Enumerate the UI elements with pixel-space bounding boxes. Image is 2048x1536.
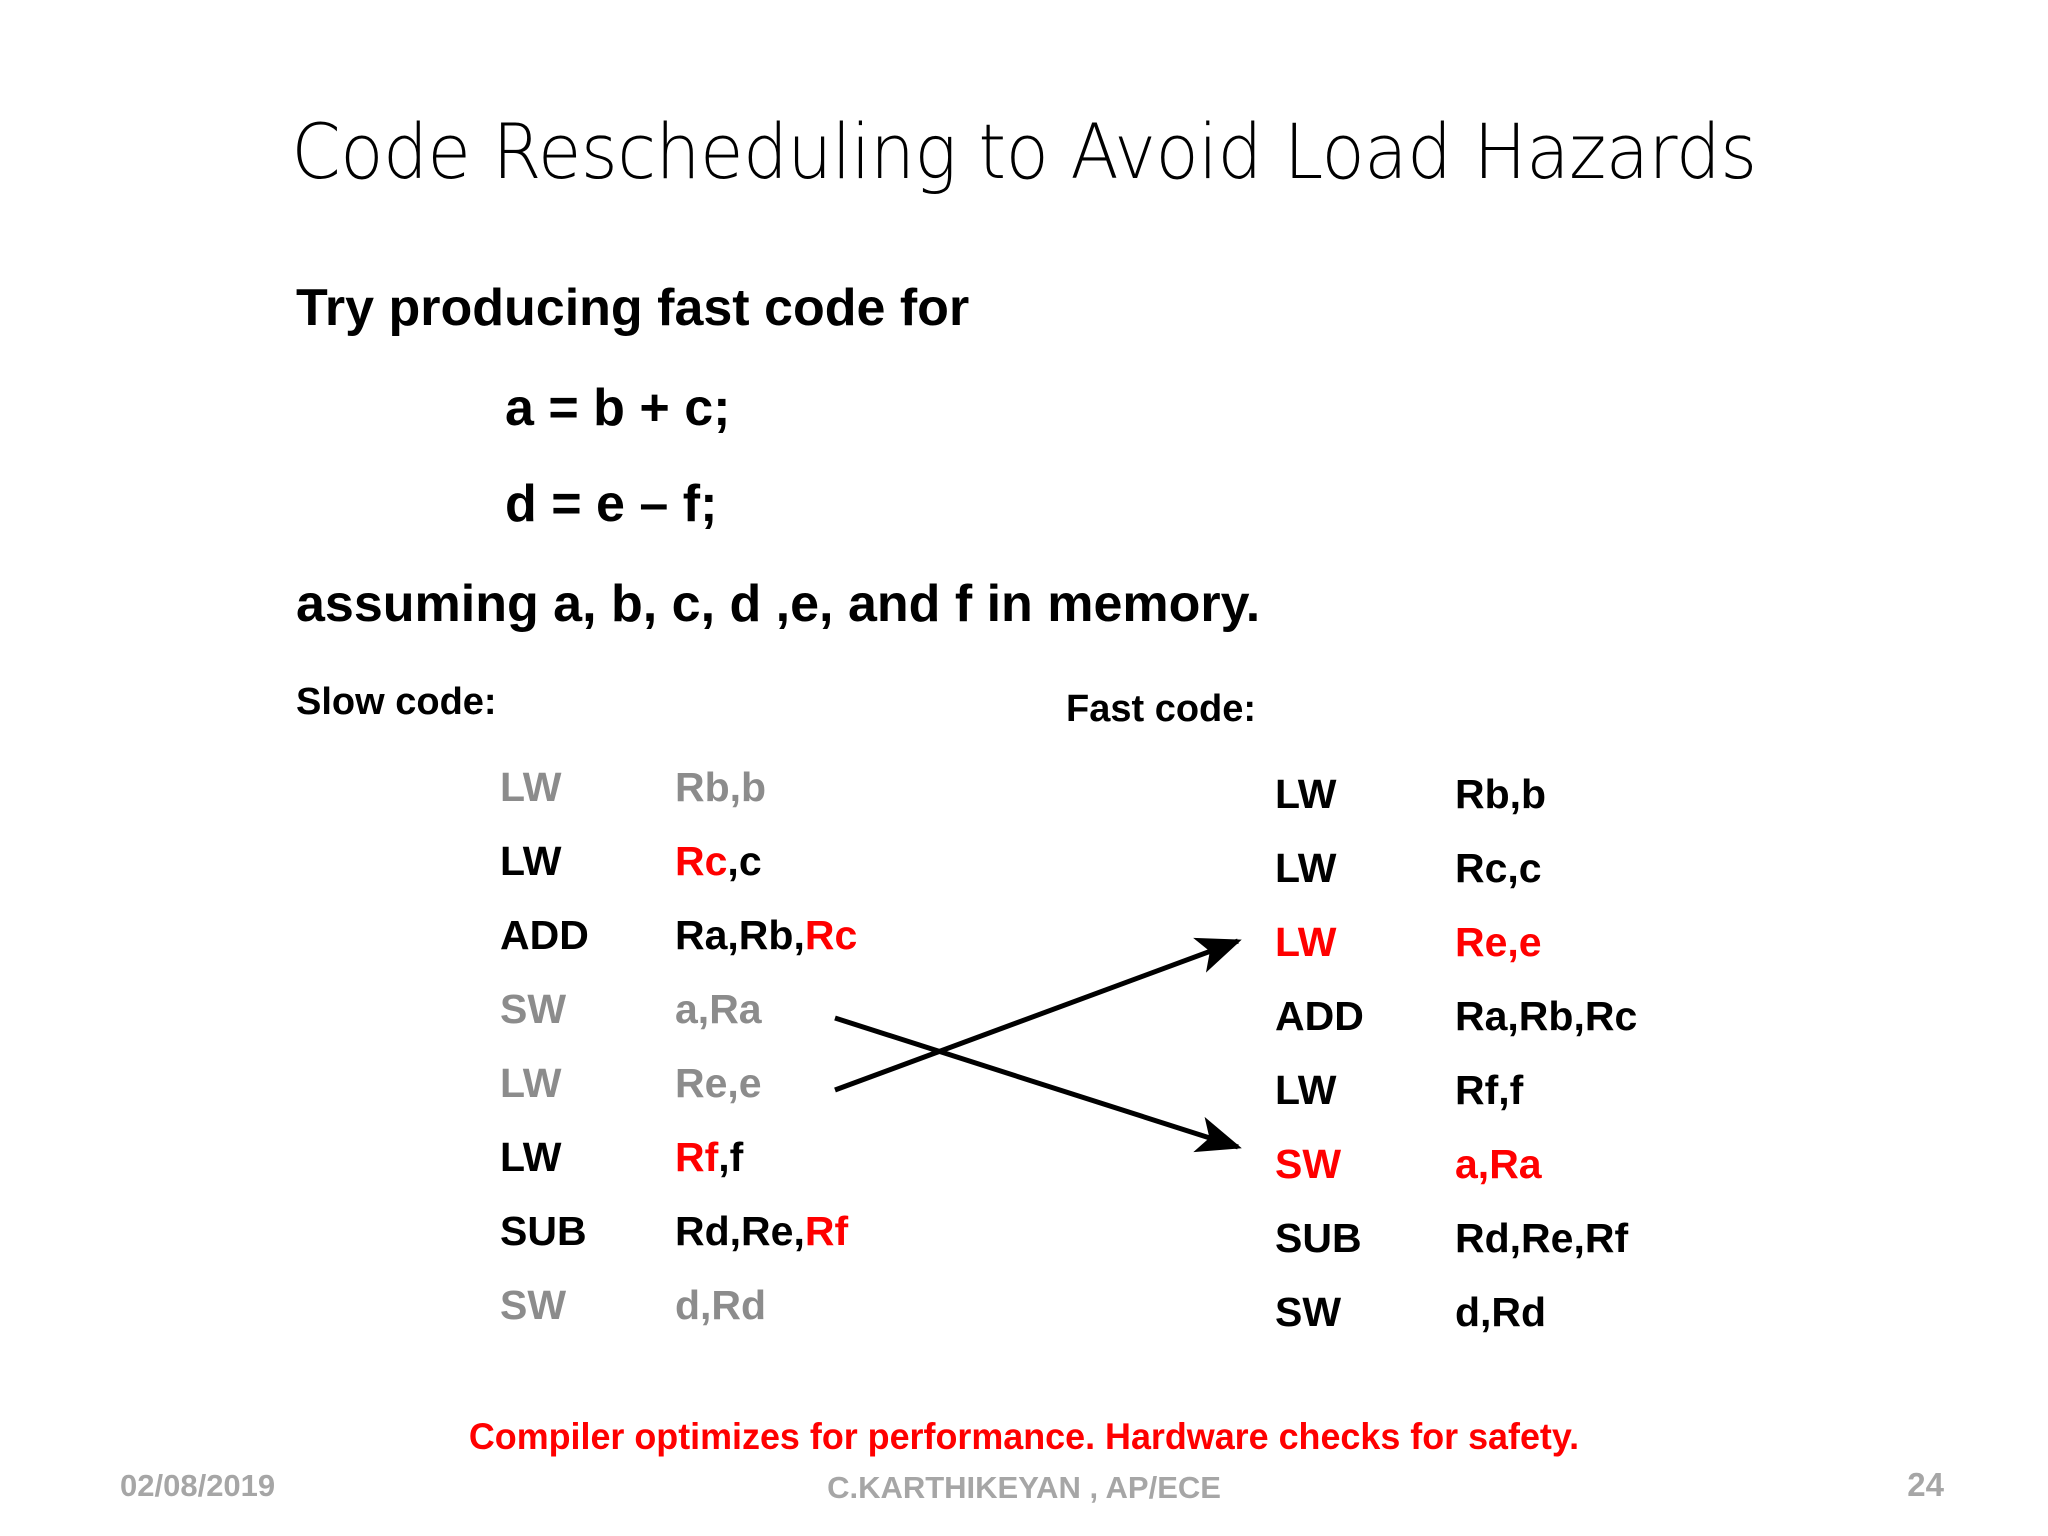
instruction-mnemonic: LW xyxy=(1275,1067,1337,1113)
instruction-operands: d,Rd xyxy=(675,1268,766,1342)
fast-code-row: LW Rc,c xyxy=(1275,831,1637,905)
instruction-operands: Rd,Re,Rf xyxy=(675,1194,848,1268)
fast-code-row: SW a,Ra xyxy=(1275,1127,1637,1201)
fast-code-row: SUB Rd,Re,Rf xyxy=(1275,1201,1637,1275)
instruction-mnemonic: LW xyxy=(1275,919,1337,965)
slow-code-row: SW a,Ra xyxy=(500,972,857,1046)
instruction-mnemonic: SUB xyxy=(500,1208,587,1254)
operand-fragment: Ra,Rb, xyxy=(675,912,805,958)
operand-fragment: Ra,Rb,Rc xyxy=(1455,993,1638,1039)
operand-fragment: Rd,Re,Rf xyxy=(1455,1215,1629,1261)
operand-fragment: Rf,f xyxy=(1455,1067,1524,1113)
instruction-mnemonic: LW xyxy=(1275,845,1337,891)
instruction-operands: d,Rd xyxy=(1455,1275,1546,1349)
footer-page-number: 24 xyxy=(1907,1466,1944,1503)
instruction-mnemonic: LW xyxy=(500,764,562,810)
operand-fragment: d,Rd xyxy=(675,1282,767,1328)
arrow-lw-to-fast-lw xyxy=(834,937,1242,1093)
statement-intro: Try producing fast code for xyxy=(296,279,970,337)
statement-line-2: d = e – f; xyxy=(505,475,718,533)
slow-code-row: LW Rc,c xyxy=(500,824,857,898)
instruction-operands: Rc,c xyxy=(675,824,762,898)
slow-code-row: LW Rf,f xyxy=(500,1120,857,1194)
statement-line-1: a = b + c; xyxy=(505,379,731,437)
operand-fragment: ,f xyxy=(718,1134,744,1180)
operand-fragment: Re,e xyxy=(1455,919,1542,965)
instruction-operands: Rb,b xyxy=(1455,757,1546,831)
arrow-sw-to-fast-sw xyxy=(834,1015,1242,1153)
instruction-mnemonic: ADD xyxy=(500,912,589,958)
instruction-operands: Rd,Re,Rf xyxy=(1455,1201,1628,1275)
instruction-operands: Rc,c xyxy=(1455,831,1542,905)
instruction-mnemonic: ADD xyxy=(1275,993,1364,1039)
operand-fragment: ,c xyxy=(727,838,762,884)
footer-author: C.KARTHIKEYAN , AP/ECE xyxy=(827,1470,1221,1505)
fast-code-row: LW Rb,b xyxy=(1275,757,1637,831)
operand-fragment: Rf xyxy=(675,1134,719,1180)
statement-assumption: assuming a, b, c, d ,e, and f in memory. xyxy=(296,575,1261,633)
instruction-operands: Rb,b xyxy=(675,750,766,824)
slow-code-row: ADD Ra,Rb,Rc xyxy=(500,898,857,972)
instruction-mnemonic: SW xyxy=(500,986,567,1032)
instruction-mnemonic: SW xyxy=(1275,1289,1342,1335)
instruction-mnemonic: LW xyxy=(500,1060,562,1106)
summary-note: Compiler optimizes for performance. Hard… xyxy=(468,1416,1580,1457)
operand-fragment: Re,e xyxy=(675,1060,762,1106)
operand-fragment: Rc xyxy=(675,838,728,884)
instruction-operands: Ra,Rb,Rc xyxy=(1455,979,1637,1053)
slow-code-row: SW d,Rd xyxy=(500,1268,857,1342)
instruction-operands: Ra,Rb,Rc xyxy=(675,898,857,972)
instruction-mnemonic: SW xyxy=(1275,1141,1342,1187)
instruction-operands: Rf,f xyxy=(675,1120,743,1194)
operand-fragment: Rb,b xyxy=(675,764,767,810)
operand-fragment: a,Ra xyxy=(1455,1141,1542,1187)
instruction-operands: a,Ra xyxy=(1455,1127,1542,1201)
footer-date: 02/08/2019 xyxy=(120,1468,276,1503)
operand-fragment: d,Rd xyxy=(1455,1289,1547,1335)
slow-code-row: SUB Rd,Re,Rf xyxy=(500,1194,857,1268)
instruction-operands: Re,e xyxy=(1455,905,1542,979)
fast-code-row: ADD Ra,Rb,Rc xyxy=(1275,979,1637,1053)
operand-fragment: Rf xyxy=(804,1208,849,1254)
instruction-mnemonic: LW xyxy=(1275,771,1337,817)
instruction-mnemonic: SUB xyxy=(1275,1215,1362,1261)
operand-fragment: Rd,Re, xyxy=(675,1208,805,1254)
slow-code-row: LW Re,e xyxy=(500,1046,857,1120)
slow-code-row: LW Rb,b xyxy=(500,750,857,824)
instruction-operands: Rf,f xyxy=(1455,1053,1523,1127)
instruction-mnemonic: LW xyxy=(500,838,562,884)
instruction-mnemonic: LW xyxy=(500,1134,562,1180)
page-title: Code Rescheduling to Avoid Load Hazards xyxy=(291,107,1757,196)
slow-code-heading: Slow code: xyxy=(296,681,497,723)
operand-fragment: Rb,b xyxy=(1455,771,1547,817)
instruction-mnemonic: SW xyxy=(500,1282,567,1328)
operand-fragment: a,Ra xyxy=(675,986,762,1032)
operand-fragment: Rc,c xyxy=(1455,845,1542,891)
operand-fragment: Rc xyxy=(804,912,858,958)
instruction-operands: a,Ra xyxy=(675,972,762,1046)
fast-code-row: LW Re,e xyxy=(1275,905,1637,979)
fast-code-row: LW Rf,f xyxy=(1275,1053,1637,1127)
instruction-operands: Re,e xyxy=(675,1046,762,1120)
fast-code-row: SW d,Rd xyxy=(1275,1275,1637,1349)
fast-code-heading: Fast code: xyxy=(1066,688,1257,730)
